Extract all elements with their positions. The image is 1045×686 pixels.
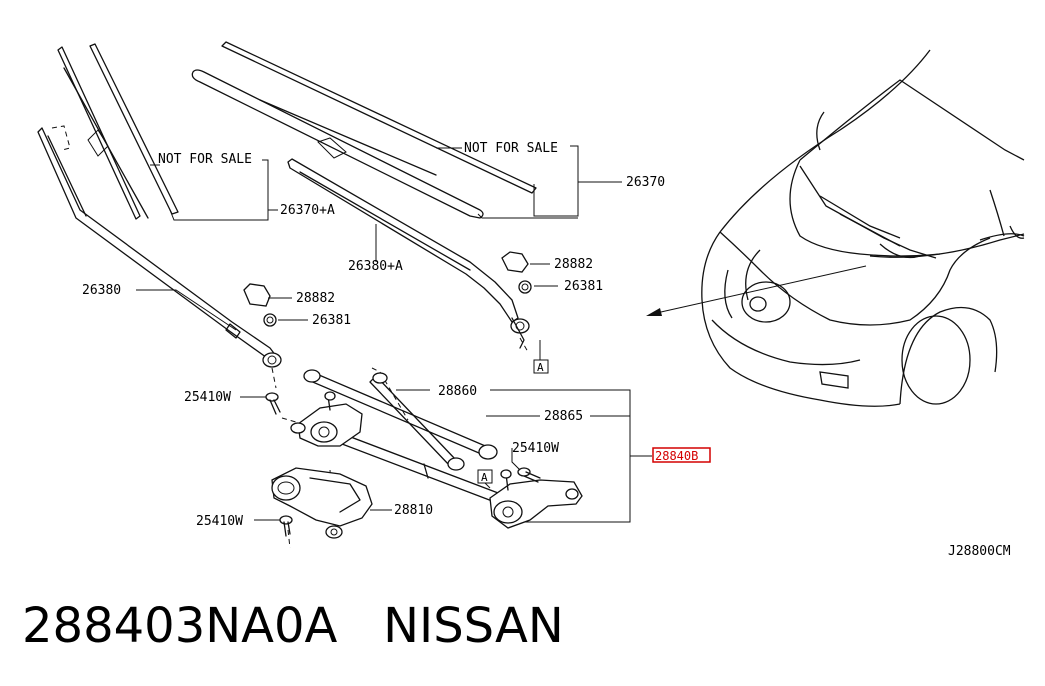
wiper-motor [271,467,373,539]
highlight-box-28840b [652,447,711,463]
label-not-for-sale-right: NOT FOR SALE [464,141,558,156]
label-26380-a: 26380+A [348,259,403,274]
label-not-for-sale-left: NOT FOR SALE [158,152,252,167]
ref-box-a-linkage [477,469,493,484]
label-26380: 26380 [82,283,121,298]
label-25410w-left: 25410W [184,390,231,405]
label-26381-left: 26381 [312,313,351,328]
bolt-b [517,467,541,483]
bolt-c [279,515,293,537]
callout-labels: NOT FOR SALE NOT FOR SALE 26370+A 26370 … [82,141,711,529]
label-26370: 26370 [626,175,665,190]
vehicle-front-view [701,49,1025,407]
leader-lines [136,145,652,523]
left-wiper-arm [37,127,282,368]
label-28860: 28860 [438,384,477,399]
pivot-nut-right [518,280,532,294]
pivot-cap-left [243,283,271,307]
label-26381-right: 26381 [564,279,603,294]
label-25410w-right: 25410W [512,441,559,456]
label-25410w-motor: 25410W [196,514,243,529]
label-28865: 28865 [544,409,583,424]
bolt-a [265,392,281,415]
pointer-arrow [646,265,867,316]
wiper-linkage-assembly [290,369,583,529]
label-28882-left: 28882 [296,291,335,306]
right-wiper-arm [287,158,530,349]
right-wiper-blade [191,41,537,219]
label-26370-a: 26370+A [280,203,335,218]
pivot-nut-left [263,313,277,327]
drawing-code: J28800CM [948,544,1011,559]
part-caption: 288403NA0A NISSAN [22,598,564,654]
ref-a-right: A [537,361,544,374]
label-28810: 28810 [394,503,433,518]
left-wiper-blade [57,43,179,220]
pivot-cap-right [501,251,529,273]
label-28882-right: 28882 [554,257,593,272]
ref-a-linkage: A [481,471,488,484]
ref-box-a-right [533,359,549,374]
label-28840b: 28840B [655,449,698,463]
